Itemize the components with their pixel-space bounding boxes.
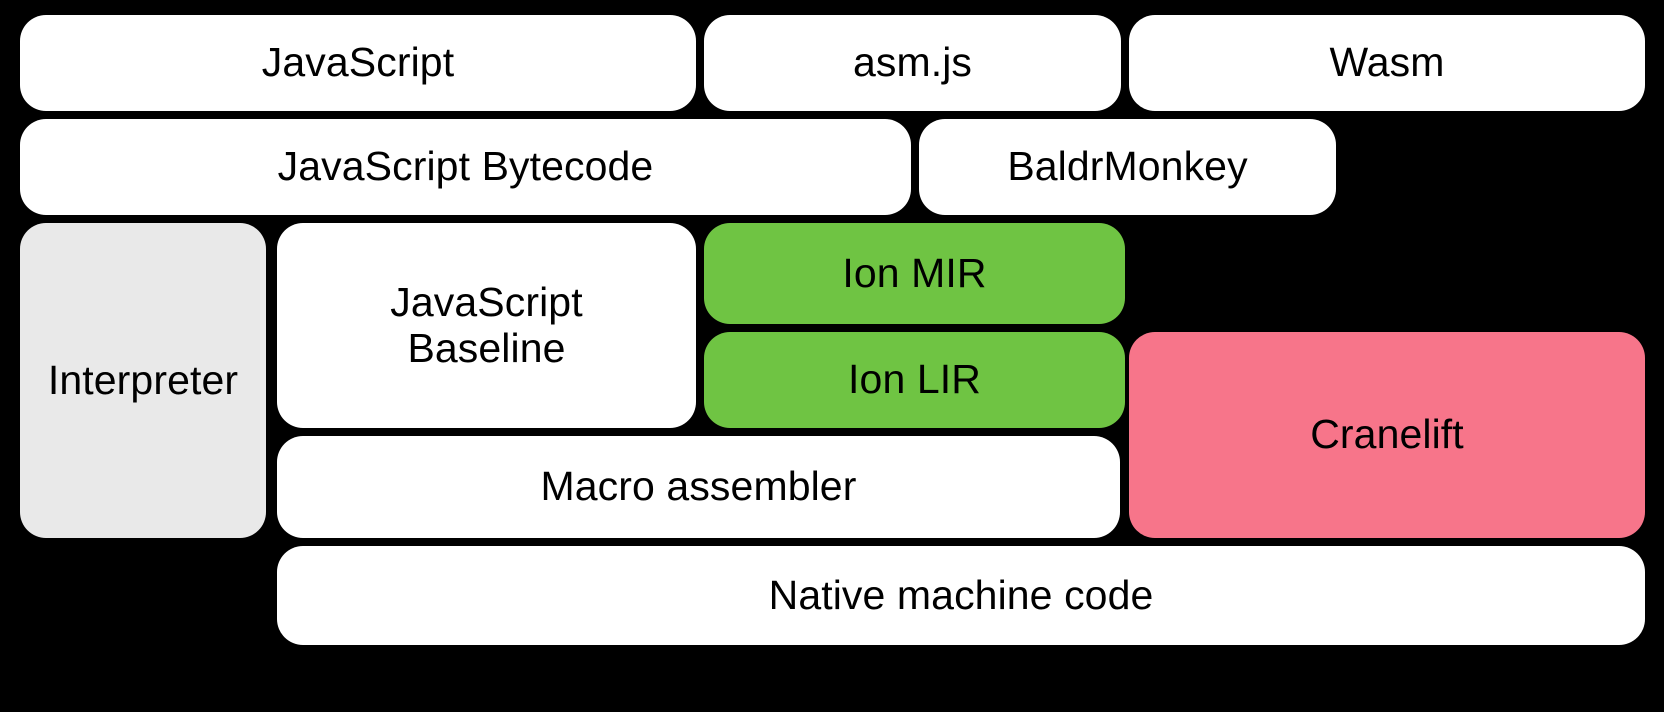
node-baldrmonkey[interactable]: BaldrMonkey — [919, 119, 1336, 215]
node-interpreter[interactable]: Interpreter — [20, 223, 266, 538]
node-javascript[interactable]: JavaScript — [20, 15, 696, 111]
node-asm-js[interactable]: asm.js — [704, 15, 1121, 111]
node-native-machine-code[interactable]: Native machine code — [277, 546, 1645, 645]
node-ion-mir[interactable]: Ion MIR — [704, 223, 1125, 324]
node-macro-assembler[interactable]: Macro assembler — [277, 436, 1120, 538]
node-javascript-bytecode[interactable]: JavaScript Bytecode — [20, 119, 911, 215]
node-javascript-baseline[interactable]: JavaScript Baseline — [277, 223, 696, 428]
node-ion-lir[interactable]: Ion LIR — [704, 332, 1125, 428]
node-wasm[interactable]: Wasm — [1129, 15, 1645, 111]
node-cranelift[interactable]: Cranelift — [1129, 332, 1645, 538]
